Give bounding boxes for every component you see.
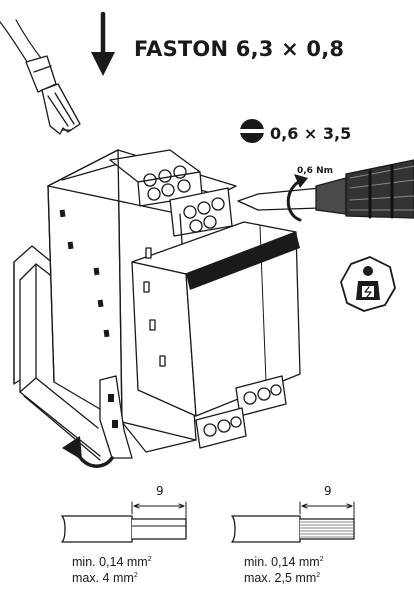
faston-spec-label: FASTON 6,3 × 0,8 — [134, 37, 345, 61]
screwdriver — [237, 159, 414, 219]
wire-stranded-max: max. 2,5 mm2 — [244, 571, 321, 585]
strip-length-label-1: 9 — [156, 484, 164, 498]
qualified-electrician-icon — [340, 256, 396, 312]
din-rail — [13, 245, 101, 461]
wire-solid — [61, 501, 187, 543]
wire-spec-stranded: min. 0,14 mm2 max. 2,5 mm2 — [244, 554, 324, 586]
rotate-arrow-icon — [62, 436, 114, 468]
torque-label: 0,6 Nm — [297, 166, 333, 176]
wire-spec-solid: min. 0,14 mm2 max. 4 mm2 — [72, 554, 152, 586]
wire-solid-max: max. 4 mm2 — [72, 571, 138, 585]
strip-length-label-2: 9 — [324, 484, 332, 498]
blade-size-label: 0,6 × 3,5 — [270, 124, 352, 143]
faston-connector — [41, 83, 81, 135]
faston-cable — [0, 19, 57, 93]
wire-solid-min: min. 0,14 mm2 — [72, 555, 152, 569]
down-arrow-icon — [91, 11, 115, 76]
wire-stranded — [231, 501, 355, 543]
torque-rotation-arrow — [286, 174, 308, 222]
flat-blade-screwdriver-icon — [239, 119, 265, 143]
wire-stranded-min: min. 0,14 mm2 — [244, 555, 324, 569]
relay-module — [47, 149, 301, 459]
